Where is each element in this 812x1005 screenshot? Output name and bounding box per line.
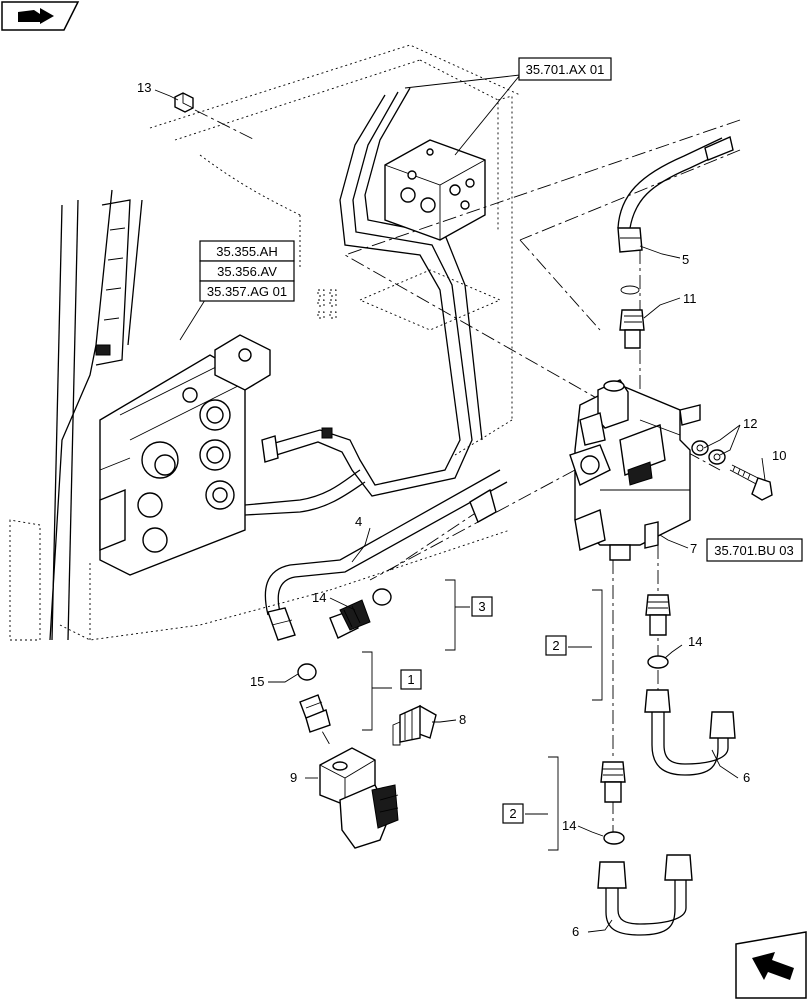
bracket-1 [362, 651, 392, 731]
manifold-block [384, 139, 486, 241]
callout-6b: 6 [572, 924, 579, 939]
callout-14c: 14 [562, 818, 576, 833]
ref-bu03-label: 35.701.BU 03 [714, 543, 794, 558]
callout-1-box: 1 [400, 669, 422, 690]
item-6-tube-upper [644, 689, 736, 776]
item-12-washers [691, 440, 726, 465]
bracket-3 [445, 579, 470, 651]
item-8-adapter [392, 704, 437, 746]
callout-2a-box: 2 [545, 635, 567, 656]
callout-14a: 14 [312, 590, 326, 605]
callout-12: 12 [743, 416, 757, 431]
item-14-oring-upper [372, 588, 392, 606]
hydraulic-tubes [244, 87, 483, 516]
item-6-tube-lower [597, 854, 693, 936]
item-14-oring-lower [603, 831, 625, 845]
ref-box-group-valve-bank[interactable]: 35.355.AH 35.356.AV 35.357.AG 01 [199, 240, 295, 302]
item-2-fitting-lower [600, 761, 626, 803]
item-9-solenoid [319, 747, 399, 849]
item-3-fitting [329, 599, 371, 639]
callout-9: 9 [290, 770, 297, 785]
callout-2b: 2 [509, 806, 516, 821]
callout-11: 11 [683, 291, 697, 306]
item-1-fitting [299, 694, 331, 733]
callout-2a: 2 [552, 638, 559, 653]
control-valve-bank [99, 334, 271, 576]
ref-box-bu03[interactable]: 35.701.BU 03 [706, 538, 803, 562]
callout-4: 4 [355, 514, 362, 529]
item-7-valve [569, 379, 701, 561]
loader-arm-rail [49, 189, 143, 641]
item-2-fitting-upper [645, 594, 671, 636]
book-arrow-icon[interactable] [1, 1, 80, 31]
callout-6a: 6 [743, 770, 750, 785]
callout-14b: 14 [688, 634, 702, 649]
item-13-clip [174, 92, 194, 113]
ref-ax01-label: 35.701.AX 01 [526, 62, 605, 77]
callout-2b-box: 2 [502, 803, 524, 824]
ref-ag01-label: 35.357.AG 01 [207, 284, 287, 299]
callout-5: 5 [682, 252, 689, 267]
bracket-2-upper [568, 589, 603, 701]
item-15-oring [297, 663, 317, 681]
bracket-2-lower [525, 756, 559, 851]
callout-1: 1 [407, 672, 414, 687]
item-10-bolt [729, 464, 773, 501]
callout-3: 3 [478, 599, 485, 614]
callout-10: 10 [772, 448, 786, 463]
item-5-tube [617, 136, 734, 253]
arrow-nav-icon[interactable] [735, 931, 807, 999]
item-14-oring-mid [647, 655, 669, 669]
callout-13: 13 [137, 80, 151, 95]
machine-frame [9, 44, 521, 641]
ref-box-ax01[interactable]: 35.701.AX 01 [518, 57, 612, 81]
ref-ah-label: 35.355.AH [216, 244, 277, 259]
item-4-tube [264, 469, 508, 641]
callout-3-box: 3 [471, 596, 493, 617]
callout-15: 15 [250, 674, 264, 689]
callout-8: 8 [459, 712, 466, 727]
leader-lines [154, 74, 766, 933]
callout-7: 7 [690, 541, 697, 556]
item-11-fitting [619, 285, 645, 349]
ref-av-label: 35.356.AV [217, 264, 277, 279]
